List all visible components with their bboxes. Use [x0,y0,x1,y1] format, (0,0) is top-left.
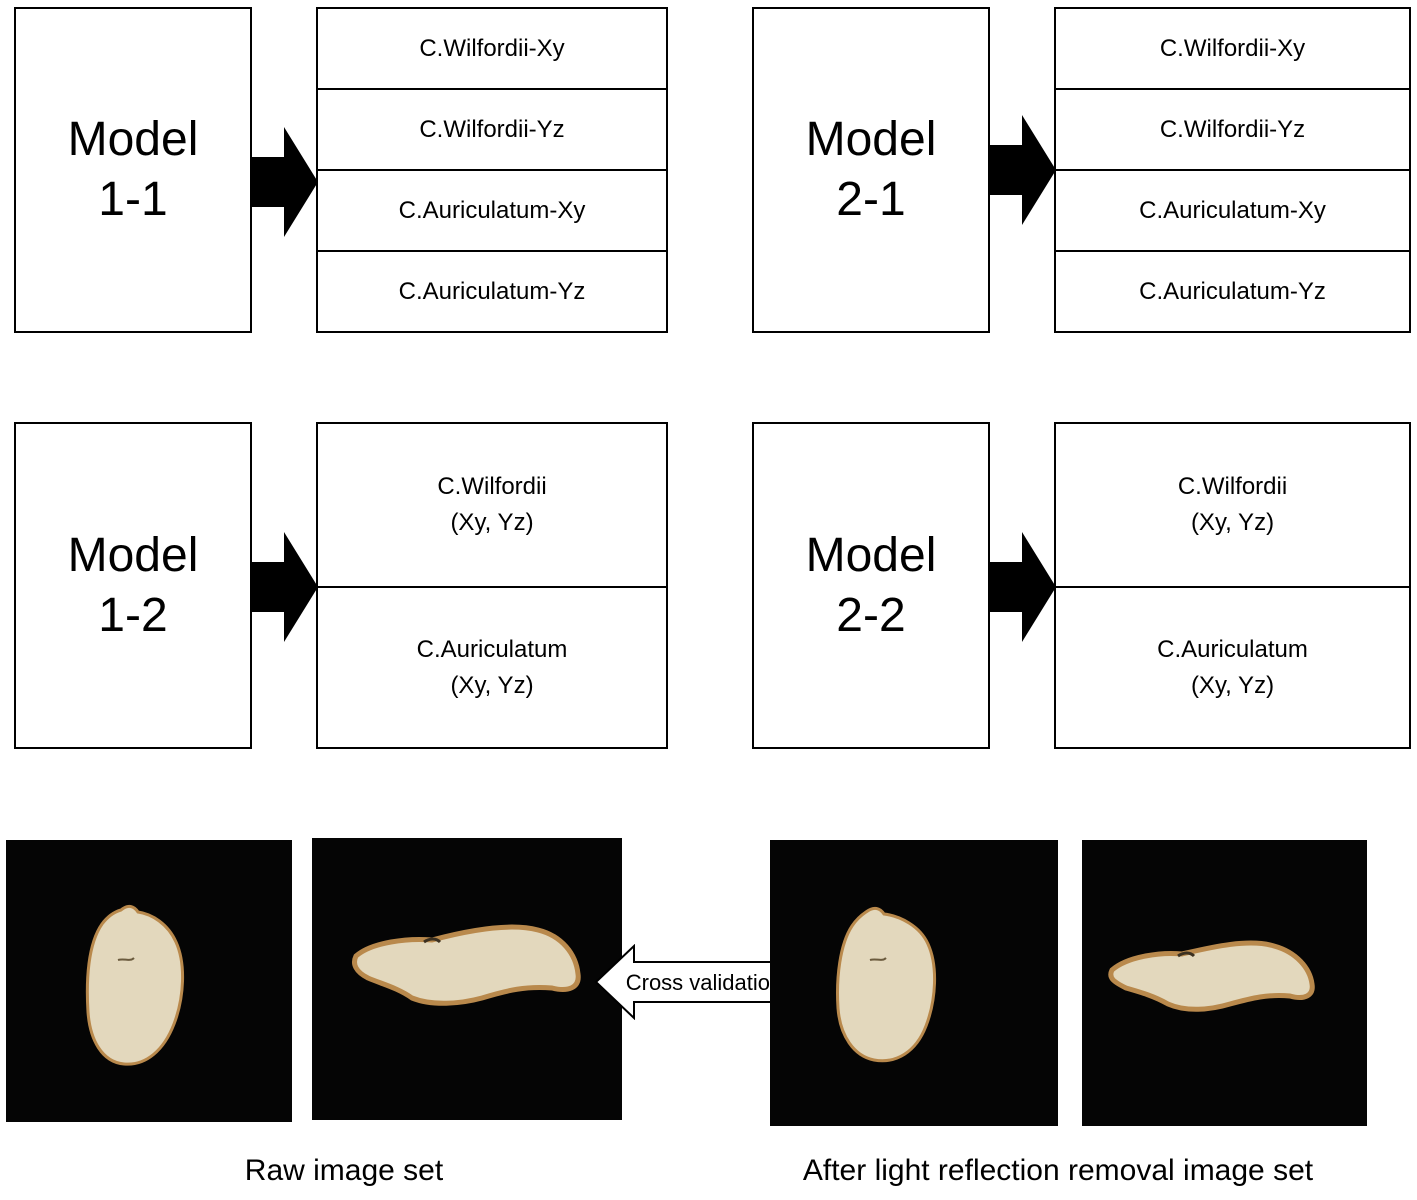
model-1-1-box: Model 1-1 [14,7,252,333]
model-1-2-id: 1-2 [98,588,168,642]
class-label: C.Wilfordii-Xy [1159,34,1306,62]
class-label: C.Auriculatum-Xy [398,196,586,224]
class-label: C.Auriculatum [416,635,568,663]
class-box-1-2-auriculatum: C.Auriculatum (Xy, Yz) [316,586,668,749]
class-sublabel: (Xy, Yz) [1190,509,1275,536]
cross-validation-label: Cross validation [626,970,783,995]
model-1-1-title: Model [67,113,199,166]
model-1-2-title: Model [67,528,199,582]
specimen-long-icon [1108,940,1315,1012]
specimen-round-icon [836,906,936,1063]
processed-photo-cross-section [770,840,1058,1126]
arrow-model-1-2 [252,532,318,642]
class-box-1-1-auriculatum-yz: C.Auriculatum-Yz [316,250,668,333]
specimen-round-icon [85,904,184,1066]
class-box-1-1-wilfordii-xy: C.Wilfordii-Xy [316,7,668,90]
class-label: C.Auriculatum [1157,635,1308,663]
class-box-2-1-auriculatum-yz: C.Auriculatum-Yz [1054,250,1411,333]
light-reflection-removal-caption: After light reflection removal image set [802,1154,1314,1187]
class-label: C.Wilfordii-Yz [1159,115,1306,143]
model-1-2-box: Model 1-2 [14,422,252,749]
class-box-2-1-auriculatum-xy: C.Auriculatum-Xy [1054,169,1411,252]
class-label: C.Auriculatum-Xy [1139,196,1326,224]
model-2-2-title: Model [805,528,937,582]
model-2-1-title: Model [805,113,937,166]
class-box-2-2-wilfordii: C.Wilfordii (Xy, Yz) [1054,422,1411,588]
processed-photo-longitudinal [1082,840,1367,1126]
class-box-2-1-wilfordii-xy: C.Wilfordii-Xy [1054,7,1411,90]
specimen-long-icon [352,924,581,1006]
cross-validation-double-arrow: Cross validation [594,944,814,1020]
arrow-model-2-2 [990,532,1056,642]
raw-image-set-caption: Raw image set [244,1154,444,1187]
class-box-1-1-auriculatum-xy: C.Auriculatum-Xy [316,169,668,252]
class-box-1-2-wilfordii: C.Wilfordii (Xy, Yz) [316,422,668,588]
raw-photo-longitudinal [312,838,622,1120]
arrow-model-2-1 [990,115,1056,225]
class-box-1-1-wilfordii-yz: C.Wilfordii-Yz [316,88,668,171]
class-label: C.Auriculatum-Yz [398,277,586,305]
model-2-1-box: Model 2-1 [752,7,990,333]
class-sublabel: (Xy, Yz) [1190,671,1275,699]
model-1-1-id: 1-1 [98,173,168,226]
class-label: C.Wilfordii [1177,473,1288,500]
class-box-2-2-auriculatum: C.Auriculatum (Xy, Yz) [1054,586,1411,749]
class-label: C.Wilfordii-Yz [419,115,565,143]
model-2-1-id: 2-1 [836,173,906,226]
class-label: C.Wilfordii-Xy [419,34,565,62]
class-label: C.Wilfordii [437,473,547,500]
arrow-model-1-1 [252,127,318,237]
class-sublabel: (Xy, Yz) [450,671,534,699]
model-2-2-box: Model 2-2 [752,422,990,749]
class-label: C.Auriculatum-Yz [1139,277,1326,305]
class-box-2-1-wilfordii-yz: C.Wilfordii-Yz [1054,88,1411,171]
class-sublabel: (Xy, Yz) [450,509,534,536]
model-2-2-id: 2-2 [836,588,906,642]
raw-photo-cross-section [6,840,292,1122]
